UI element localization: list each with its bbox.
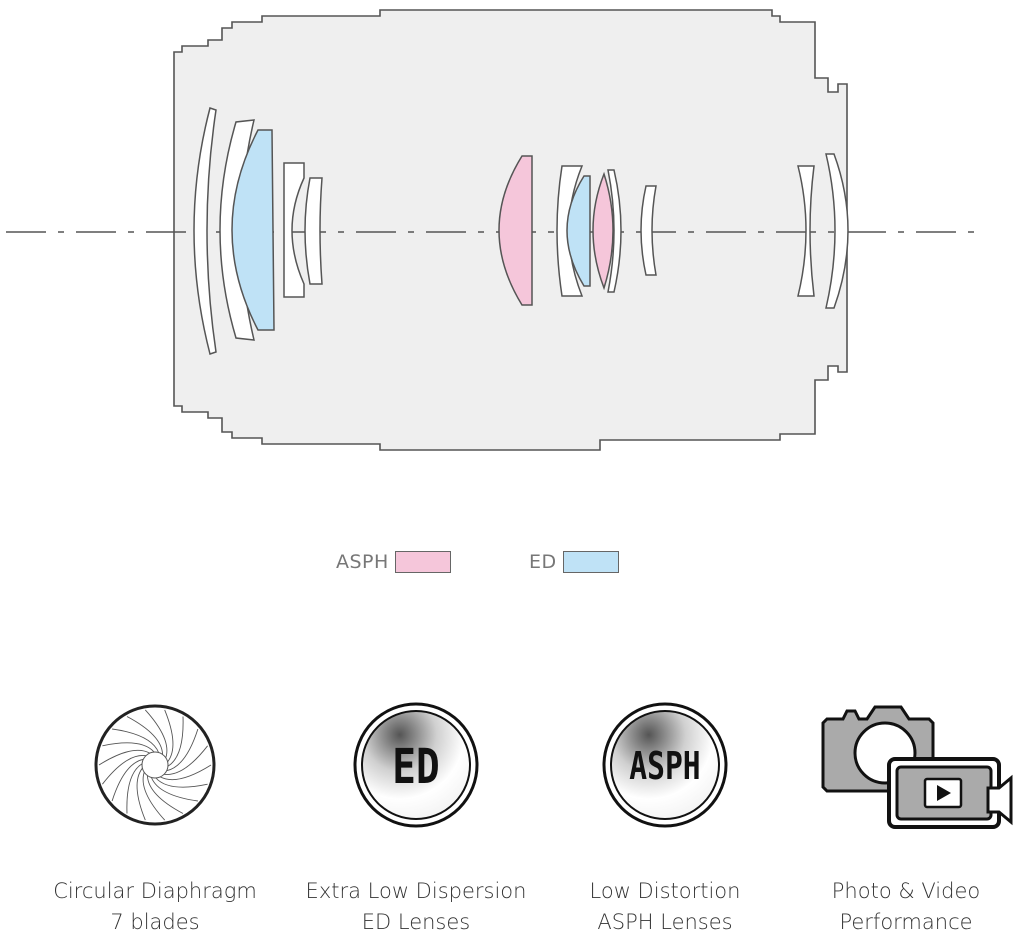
feature-asph-lenses: ASPH Low Distortion ASPH Lenses [540,690,790,938]
lens-element-9-asph [592,171,614,291]
lens-element-1 [193,107,217,355]
lens-element-8-ed [566,175,591,287]
aperture-blade [150,777,198,802]
lens-element-10 [607,169,622,293]
aperture-blade [146,775,184,814]
aperture-blade [102,742,155,753]
aperture-blade [111,758,144,802]
aperture-blade [144,709,168,758]
aperture-blade [163,745,208,775]
aperture-blade [155,777,208,788]
feature-4-line1: Photo & Video [831,879,981,903]
aperture-blade [136,767,146,821]
lens-construction-diagram [6,9,985,451]
legend-ed-swatch [562,551,619,573]
video-lens-icon [986,774,1013,826]
aperture-blade [112,728,160,753]
feature-ed-lenses: ED Extra Low Dispersion ED Lenses [291,690,541,938]
asph-badge-icon: ASPH [602,702,728,828]
feature-4-line2: Performance [839,910,973,934]
lens-element-11 [640,185,657,276]
aperture-blade [126,716,164,755]
legend-ed: ED [529,548,619,576]
legend-asph-label: ASPH [336,551,389,573]
aperture-blade [164,709,174,763]
aperture-blade [166,728,199,772]
legend-asph-swatch [394,551,451,573]
feature-3-line1: Low Distortion [589,879,741,903]
photo-video-icon [821,705,1001,829]
legend-asph: ASPH [336,548,451,576]
aperture-blade [167,716,184,767]
asph-badge-text: ASPH [629,744,700,789]
feature-circular-diaphragm: Circular Diaphragm 7 blades [30,690,280,938]
lens-element-13 [825,153,849,309]
aperture-icon [94,704,216,826]
aperture-blade [142,772,166,821]
ed-badge-icon: ED [353,702,479,828]
feature-2-line2: ED Lenses [361,910,471,934]
feature-1-line2: 7 blades [110,910,200,934]
lens-element-5 [304,177,323,285]
aperture-blade [102,755,147,785]
aperture-blade [126,763,143,814]
lens-element-4 [283,162,305,298]
feature-photo-video: Photo & Video Performance [781,690,1015,938]
feature-3-line2: ASPH Lenses [597,910,733,934]
feature-1-line1: Circular Diaphragm [53,879,257,903]
lens-element-6-asph [498,155,533,306]
aperture-blade [98,749,150,766]
video-camera-icon [887,757,1001,829]
lens-element-3-ed [231,129,275,331]
ed-badge-text: ED [392,739,439,795]
aperture-blade [160,764,212,781]
lens-element-12 [797,165,815,297]
legend-ed-label: ED [529,551,557,573]
feature-2-line1: Extra Low Dispersion [305,879,527,903]
